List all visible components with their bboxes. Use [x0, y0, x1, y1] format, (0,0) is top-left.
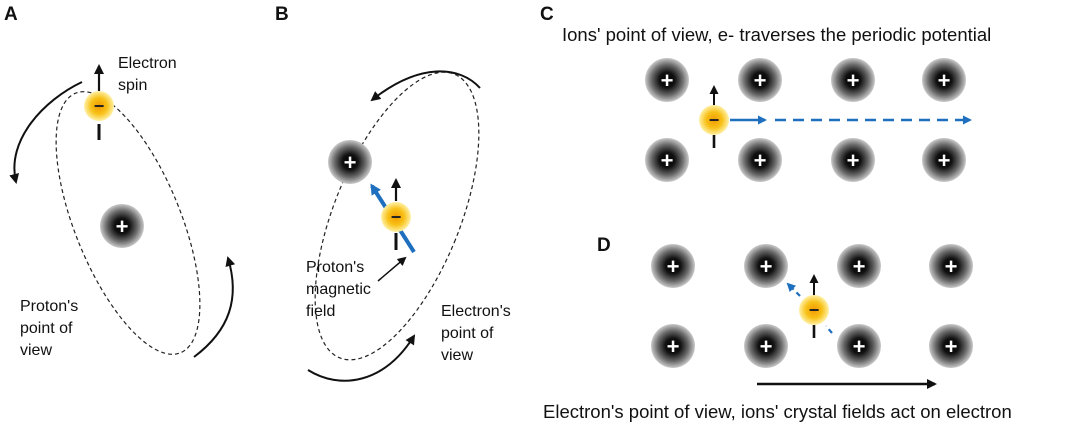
- svg-text:+: +: [667, 334, 680, 359]
- svg-text:+: +: [754, 68, 767, 93]
- electrons-point-of-view-label: Electron's point of view: [441, 303, 515, 364]
- svg-text:+: +: [853, 334, 866, 359]
- proton: +: [100, 204, 144, 248]
- panel-a: A − + Electron spin Proton's point of vi…: [4, 4, 236, 359]
- svg-text:+: +: [754, 148, 767, 173]
- orbit-direction-arrow-top: [370, 70, 481, 102]
- electron: −: [799, 295, 829, 325]
- crystal-field-arrow: [786, 282, 801, 297]
- electron-sign: −: [94, 96, 105, 116]
- svg-text:+: +: [945, 334, 958, 359]
- svg-text:+: +: [661, 148, 674, 173]
- orbit-direction-arrow-left: [9, 81, 83, 184]
- svg-text:+: +: [945, 254, 958, 279]
- ion: +: [738, 58, 782, 102]
- protons-magnetic-field-label: Proton's magnetic field: [306, 259, 375, 320]
- panel-c: C Ions' point of view, e- traverses the …: [540, 4, 991, 182]
- panel-letter-c: C: [540, 4, 554, 25]
- panel-letter-a: A: [4, 4, 18, 25]
- electron-sign: −: [809, 300, 820, 320]
- electron-sign: −: [391, 207, 402, 227]
- svg-text:+: +: [938, 68, 951, 93]
- ion: +: [645, 58, 689, 102]
- proton: +: [328, 140, 372, 184]
- panel-d-caption: Electron's point of view, ions' crystal …: [543, 401, 1012, 422]
- ion: +: [922, 58, 966, 102]
- orbit-path: [314, 71, 480, 361]
- svg-text:+: +: [661, 68, 674, 93]
- ion-lattice-d: + + + + + + + +: [651, 244, 973, 368]
- svg-text:+: +: [853, 254, 866, 279]
- ion: +: [837, 324, 881, 368]
- panel-b: B + − Proton's magnetic field Electron's…: [275, 4, 515, 382]
- svg-text:+: +: [847, 68, 860, 93]
- field-tail-dashed: [825, 325, 833, 334]
- protons-point-of-view-label: Proton's point of view: [20, 298, 83, 359]
- panel-c-caption: Ions' point of view, e- traverses the pe…: [562, 24, 991, 45]
- ion: +: [929, 244, 973, 288]
- proton-sign: +: [116, 214, 129, 239]
- svg-text:+: +: [760, 254, 773, 279]
- ion: +: [831, 138, 875, 182]
- ion: +: [744, 324, 788, 368]
- svg-text:+: +: [847, 148, 860, 173]
- ion: +: [831, 58, 875, 102]
- ion: +: [744, 244, 788, 288]
- svg-text:+: +: [667, 254, 680, 279]
- svg-text:+: +: [938, 148, 951, 173]
- proton-sign: +: [344, 150, 357, 175]
- orbit-direction-arrow-bottom: [307, 334, 416, 382]
- panel-d: D + + + + + + + + − Electron's point of …: [543, 235, 1012, 422]
- panel-letter-b: B: [275, 4, 289, 25]
- ion-lattice-c: + + + + + + + +: [645, 58, 966, 182]
- electron: −: [699, 105, 729, 135]
- ion: +: [645, 138, 689, 182]
- ion: +: [837, 244, 881, 288]
- ion: +: [738, 138, 782, 182]
- ion: +: [651, 244, 695, 288]
- electron: −: [381, 202, 411, 232]
- orbit-direction-arrow-right: [193, 256, 236, 358]
- electron-sign: −: [709, 110, 720, 130]
- ion: +: [651, 324, 695, 368]
- electron: −: [84, 91, 114, 121]
- ion: +: [922, 138, 966, 182]
- svg-text:+: +: [760, 334, 773, 359]
- panel-letter-d: D: [597, 235, 611, 256]
- field-label-pointer: [377, 256, 407, 282]
- electron-spin-label: Electron spin: [118, 55, 181, 94]
- orbit-path: [55, 91, 201, 355]
- ion: +: [929, 324, 973, 368]
